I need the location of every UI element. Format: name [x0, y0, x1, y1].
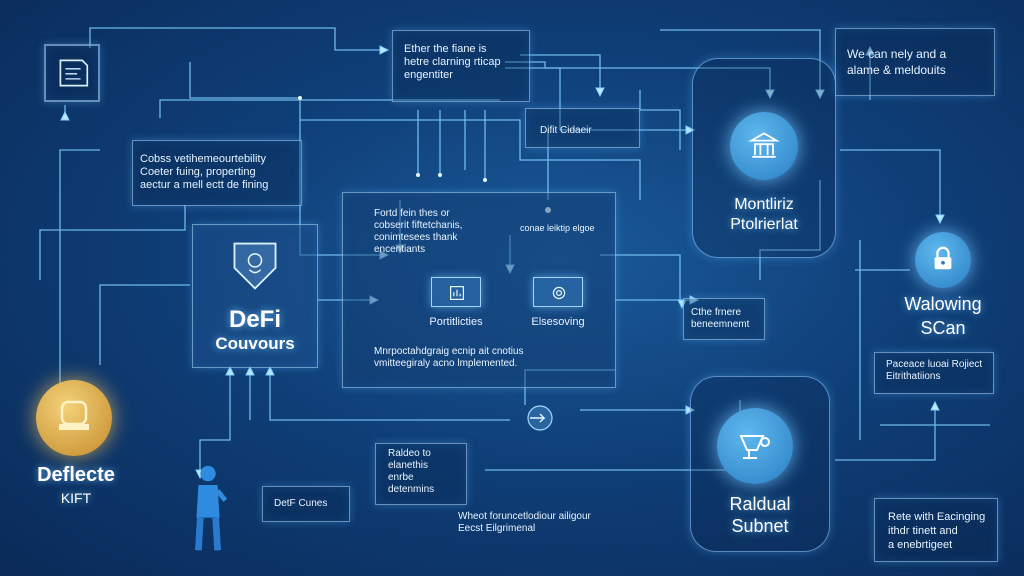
monitor-panel: [692, 58, 836, 258]
bottom-text-3: Wheot foruncetlodiour ailigour Eecst Eil…: [458, 511, 591, 534]
lock-icon: [934, 246, 952, 270]
radual-title: Raldual: [729, 494, 791, 514]
tile-elsesoving-label: Elsesoving: [531, 316, 585, 328]
walowing-title: Walowing: [904, 294, 982, 314]
tile-elsesoving[interactable]: [533, 277, 583, 307]
vault-circle[interactable]: [36, 380, 112, 456]
shield-icon: [233, 242, 277, 290]
bottom-right-box-text: Rete with Eacinging ithdr tinett and a e…: [888, 511, 986, 551]
monitor-circle[interactable]: [730, 112, 798, 180]
vault-icon: [59, 400, 89, 430]
central-panel: [342, 192, 616, 388]
defi-subtitle: Couvours: [215, 334, 295, 353]
bottom-box-2: [262, 486, 350, 522]
bottom-box-1: [375, 443, 467, 505]
lock-circle[interactable]: [915, 232, 971, 288]
coin-icon: [552, 286, 566, 300]
info-box-left-top-text: Cobss vetihemeourtebility Coeter fuing, …: [140, 153, 269, 191]
right-mid-box-text: Paceace luoai Rojiect Eitrithatiions: [886, 359, 983, 382]
central-panel-text-right: conae leiktip elgoe: [520, 223, 595, 233]
radual-circle[interactable]: [717, 408, 793, 484]
top-left-icon-tile[interactable]: [44, 44, 100, 102]
bottom-box-2-text: DetF Cunes: [274, 498, 328, 509]
chart-icon: [450, 286, 464, 300]
small-label-box: [525, 108, 640, 148]
walowing-subtitle: SCan: [920, 318, 966, 338]
defi-title: DeFi: [228, 306, 281, 333]
bottom-right-box: [874, 498, 998, 562]
right-mid-box: [874, 352, 994, 394]
small-right-box: [683, 298, 765, 340]
central-panel-bottom-text: Mnrpoctahdgraig ecnip ait cnotius vmitte…: [374, 346, 524, 369]
info-box-top-center: [392, 30, 530, 102]
person-icon: [195, 465, 228, 551]
small-right-box-text: Cthe frnere beneemnemt: [691, 307, 750, 330]
defi-panel[interactable]: [192, 224, 318, 368]
tile-portitlicties[interactable]: [431, 277, 481, 307]
radual-subtitle: Subnet: [731, 516, 789, 536]
info-box-left-top: [132, 140, 302, 206]
bottom-box-1-text: Raldeo to elanethis enrbe detenmins: [388, 448, 435, 495]
monitor-title: Montliriz: [734, 196, 794, 213]
central-panel-text-left: Fortd fein thes or cobserit fiftetchanis…: [374, 208, 463, 255]
small-label-text: Difit Cidaeir: [540, 125, 592, 136]
building-icon: [748, 132, 780, 158]
info-box-top-right-text: We can nely and a alame & meldouits: [847, 47, 947, 77]
deflecte-subtitle: KIFT: [60, 490, 92, 506]
document-icon: [59, 59, 89, 87]
monitor-subtitle: Ptolrierlat: [730, 216, 798, 233]
info-box-top-right: [835, 28, 995, 96]
tile-portitlicties-label: Portitlicties: [429, 316, 483, 328]
deflecte-title: Deflecte: [37, 464, 115, 486]
info-box-top-center-text: Ether the fiane is hetre clarning rticap…: [404, 43, 501, 81]
network-icon: [739, 435, 770, 459]
